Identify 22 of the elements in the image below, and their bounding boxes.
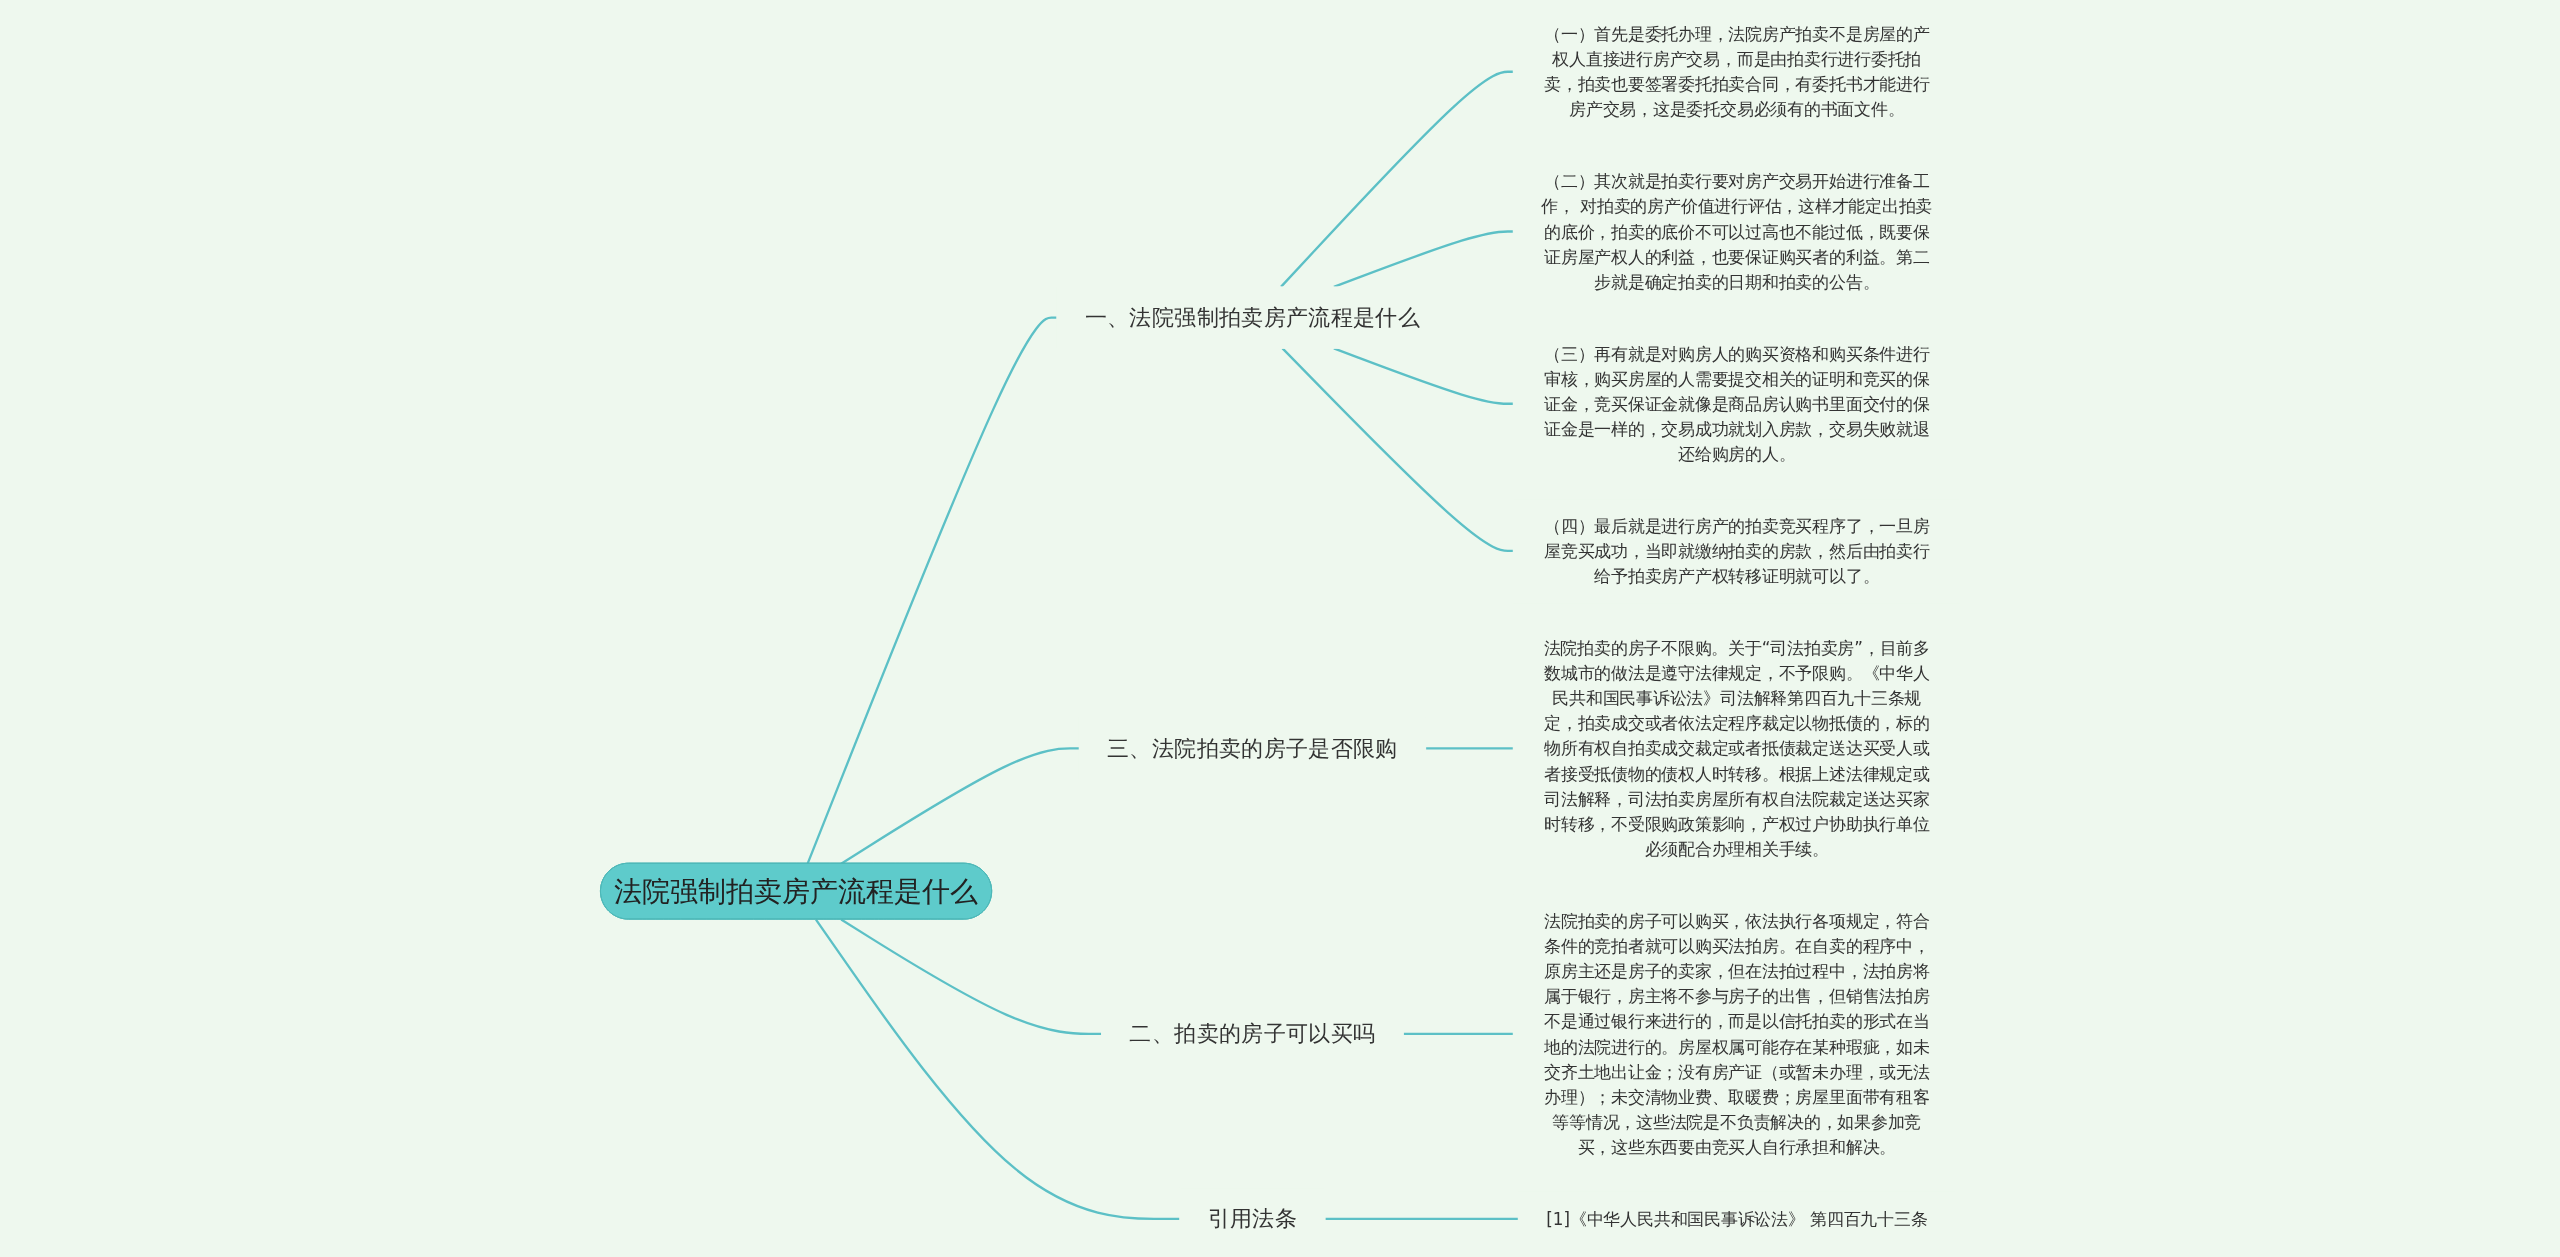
node-text: 法院拍卖的房子可以购买，依法执行各项规定，符合条件的竞拍者就可以购买法拍房。在自卖的程序中，原房主还是房子的卖家，但在法拍过程中，法拍房将属于银行，房主将不参与房子的出售，但销售法拍房不是通过银行来进行的，而是以信托拍卖的形式在当地的法院进行的。房屋权属可能存在某种瑕疵，如未交齐土地出让金；没有房产证（或暂未办理，或无法办理）；未交清物业费、取暖费；房屋里面带有租客等等情况，这些法院是不负责解决的，如果参加竞买，这些东西要由竞买人自行承担和解决。 [1543,910,1930,1157]
connector [806,316,1057,865]
connector [1333,230,1513,288]
node-text: （二）其次就是拍卖行要对房产交易开始进行准备工作， 对拍卖的房产价值进行评估，这样才能定出拍卖的底价，拍卖的底价不可以过高也不能过低，既要保证房屋产权人的利益，也要保证购买者的利益。第二步就是确定拍卖的日期和拍卖的公告。 [1540,171,1932,292]
node-text: 一、法院强制拍卖房产流程是什么 [1084,304,1420,331]
connector [814,918,1180,1220]
connector [1324,1217,1518,1220]
connector [1281,347,1513,553]
node-text: （三）再有就是对购房人的购买资格和购买条件进行审核，购买房屋的人需要提交相关的证明和竞买的保证金，竞买保证金就像是商品房认购书里面交付的保证金是一样的，交易成功就划入房款，交易失败就退还给购房的人。 [1543,343,1930,464]
connector [1402,1032,1513,1036]
node-text: （一）首先是委托办理，法院房产拍卖不是房屋的产权人直接进行房产交易，而是由拍卖行进行委托拍卖，拍卖也要签署委托拍卖合同，有委托书才能进行房产交易，这是委托交易必须有的书面文件。 [1543,24,1930,120]
node-text: [1]《中华人民共和国民事诉讼法》 第四百九十三条 [1545,1209,1927,1229]
connector [840,918,1102,1036]
node-text: （四）最后就是进行房产的拍卖竞买程序了，一旦房屋竞买成功，当即就缴纳拍卖的房款，然后由拍卖行给予拍卖房产产权转移证明就可以了。 [1543,516,1930,586]
connector [1279,70,1513,288]
node-text: 二、拍卖的房子可以买吗 [1129,1020,1375,1047]
connector [840,747,1079,865]
node-text: 三、法院拍卖的房子是否限购 [1106,735,1398,762]
connector [1333,347,1513,405]
node-text: 法院拍卖的房子不限购。关于“司法拍卖房”，目前多数城市的做法是遵守法律规定，不予限购。《中华人民共和国民事诉讼法》司法解释第四百九十三条规定，拍卖成交或者依法定程序裁定以物抵债的，标的物所有权自拍卖成交裁定或者抵债裁定送达买受人或者接受抵债物的债权人时转移。根据上述法律规定或司法解释，司法拍卖房屋所有权自法院裁定送达买家时转移，不受限购政策影响，产权过户协助执行单位必须配合办理相关手续。 [1543,638,1930,859]
connector [1425,747,1513,750]
node-text: 引用法条 [1207,1205,1297,1232]
